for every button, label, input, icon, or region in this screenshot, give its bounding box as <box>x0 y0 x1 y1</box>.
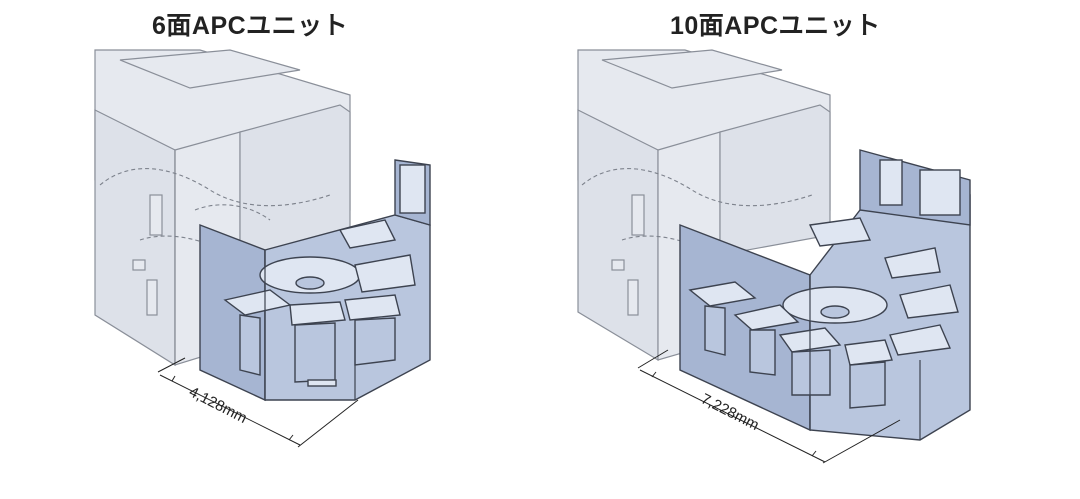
apc-6-illustration: 4,128mm <box>94 49 431 448</box>
apc-6-panel: 6面APCユニット <box>94 12 431 448</box>
apc-10-panel: 10面APCユニット <box>540 0 1080 499</box>
apc-6-title: 6面APCユニット <box>152 12 349 40</box>
apc-10-title: 10面APCユニット <box>670 12 881 40</box>
apc-10-unit <box>679 149 971 441</box>
apc-6-unit <box>199 159 431 402</box>
dimension-label-6: 4,128mm <box>186 383 249 427</box>
apc-10-illustration: 7,228mm <box>577 49 971 464</box>
